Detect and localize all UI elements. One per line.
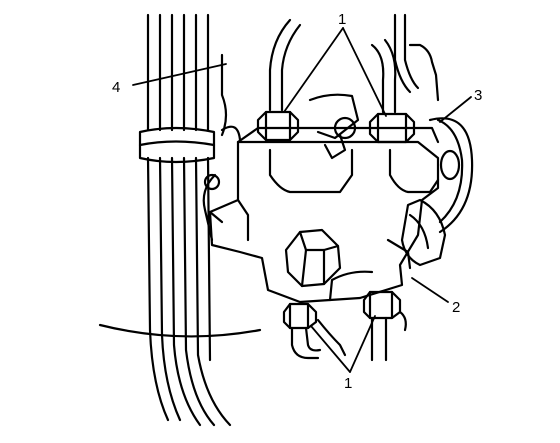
pipe-clamp xyxy=(138,126,216,164)
chassis-outline xyxy=(98,13,440,338)
leader-1-top-right xyxy=(342,27,387,117)
vertical-pipes xyxy=(146,13,232,427)
leader-3 xyxy=(439,96,472,123)
leader-lines xyxy=(132,27,472,373)
leader-4 xyxy=(132,63,227,86)
top-flare-nuts xyxy=(256,110,416,144)
leader-1-top-left xyxy=(283,27,344,113)
callout-1-top: 1 xyxy=(338,11,346,28)
valve-mount-stud xyxy=(308,93,360,160)
callout-1-bottom: 1 xyxy=(344,375,352,392)
bottom-flare-nuts xyxy=(282,290,402,330)
callout-4: 4 xyxy=(112,79,120,96)
load-sensing-unit xyxy=(400,117,474,267)
callout-2: 2 xyxy=(452,299,460,316)
lower-brake-lines xyxy=(290,310,407,362)
leader-1-bottom-left xyxy=(310,325,351,373)
callout-3: 3 xyxy=(474,87,482,104)
hex-bolt xyxy=(284,228,342,288)
upper-brake-lines xyxy=(268,18,397,114)
valve-body xyxy=(208,126,440,304)
leader-2 xyxy=(411,277,449,303)
leader-1-bottom-right xyxy=(349,315,376,373)
